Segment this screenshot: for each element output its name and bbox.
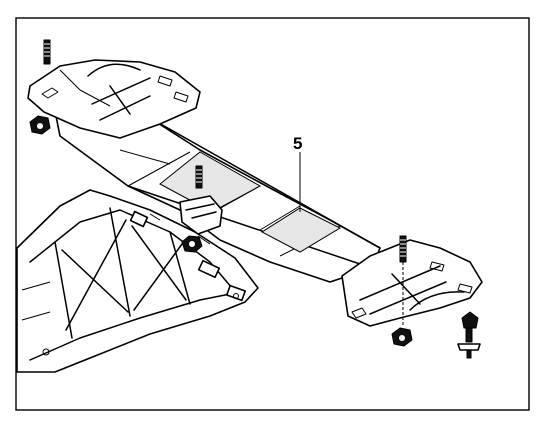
left-mount-bracket — [27, 59, 201, 139]
rear-subframe — [16, 189, 259, 373]
stud-bolt-right — [399, 235, 407, 326]
underbody-shield — [55, 115, 381, 283]
part-callout: 5 — [293, 134, 302, 212]
stud-bolt-left — [43, 39, 51, 65]
push-pin-clip — [457, 311, 481, 359]
nut-center — [181, 235, 203, 253]
nut-left — [29, 115, 51, 135]
right-mount-bracket — [341, 239, 483, 327]
diagram-frame — [15, 17, 530, 411]
callout-label: 5 — [293, 134, 302, 153]
nut-right — [391, 327, 413, 347]
stud-bolt-center — [195, 165, 203, 189]
